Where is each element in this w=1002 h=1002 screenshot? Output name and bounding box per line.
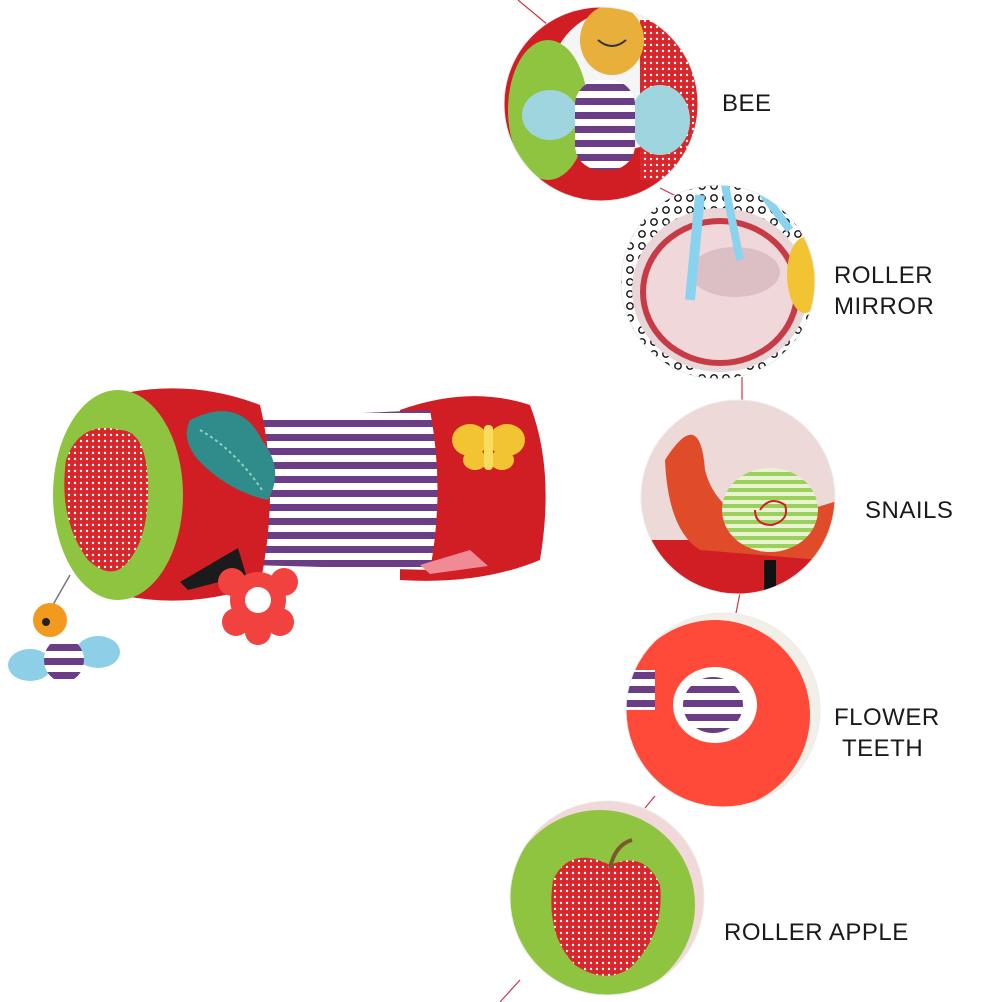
detail-circle-bee (504, 7, 698, 201)
black-dot-patch (180, 548, 246, 590)
label-roller-mirror-line1: ROLLER (834, 262, 934, 289)
flower-teether (218, 568, 298, 645)
tummy-roller-product (8, 388, 546, 682)
detail-circle-apple-outline (509, 800, 705, 996)
label-bee-text: BEE (722, 90, 772, 117)
detail-circle-mirror (621, 185, 815, 379)
butterfly-applique (452, 424, 525, 470)
label-bee: BEE (722, 88, 772, 119)
detail-circle-mirror-outline (620, 184, 816, 380)
connector-lines (499, 0, 743, 1002)
detail-circle-flower-outline (625, 612, 821, 808)
roller-striped-middle (245, 410, 438, 570)
detail-circle-flower (626, 613, 820, 807)
label-snails-text: SNAILS (865, 497, 954, 524)
label-roller-mirror-line2: MIRROR (834, 293, 935, 320)
end-cap-apple (64, 428, 149, 572)
hanging-bee-toy (8, 603, 120, 682)
detail-circle-bee-outline (503, 6, 699, 202)
label-roller-apple: ROLLER APPLE (724, 917, 909, 948)
label-flower-teeth-line2: TEETH (842, 735, 924, 762)
label-flower-teeth-line1: FLOWER (834, 704, 940, 731)
detail-circle-apple (510, 801, 704, 995)
label-roller-apple-text: ROLLER APPLE (724, 919, 909, 946)
label-flower-teeth: FLOWER TEETH (834, 702, 940, 764)
label-roller-mirror: ROLLER MIRROR (834, 260, 934, 322)
detail-circle-snails-outline (640, 399, 836, 595)
detail-circle-snails (641, 400, 835, 594)
label-snails: SNAILS (865, 495, 953, 526)
pink-dot-patch (420, 550, 488, 574)
